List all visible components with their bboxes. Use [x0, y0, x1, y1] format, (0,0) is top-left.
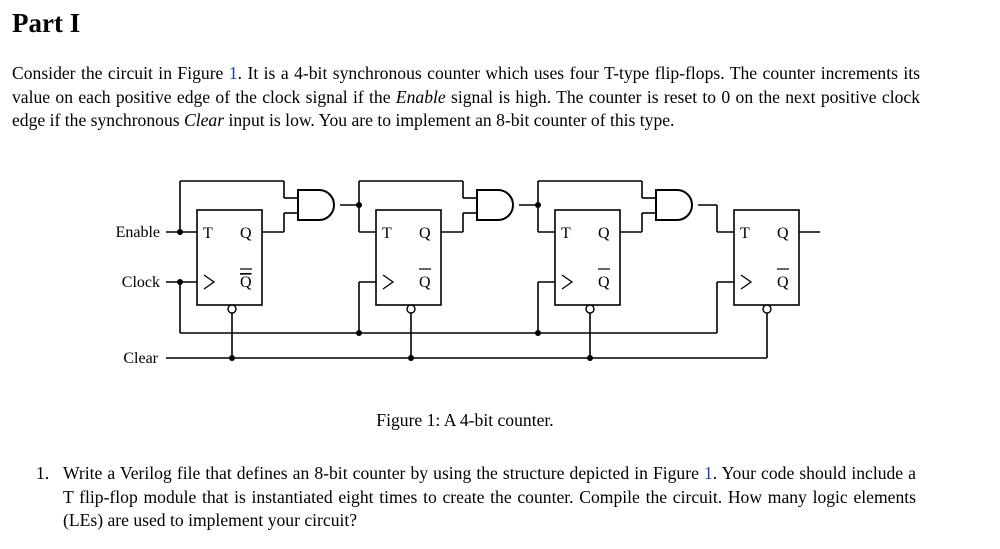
- ff1-q-label: Q: [240, 225, 252, 242]
- section-heading: Part I: [12, 8, 81, 38]
- enable-term: Enable: [395, 86, 446, 107]
- and-gate-2: [476, 189, 514, 221]
- question-text: Write a Verilog file that defines an 8-b…: [63, 462, 916, 533]
- question-text-1: Write a Verilog file that defines an 8-b…: [63, 463, 704, 483]
- ff2-qbar-label: Q: [419, 274, 431, 291]
- and-gate-1: [297, 189, 335, 221]
- ff4-q-label: Q: [777, 225, 789, 242]
- ff1-t-label: T: [203, 225, 213, 242]
- question-text-2: . Your code should include a T flip-flop…: [63, 463, 916, 531]
- enable-label: Enable: [116, 224, 160, 241]
- t-flip-flop-3: T Q Q: [554, 209, 621, 314]
- intro-text-4: input is low. You are to implement an 8-…: [224, 110, 675, 131]
- and-gate-3: [655, 189, 693, 221]
- t-flip-flop-2: T Q Q: [375, 209, 442, 314]
- clock-label: Clock: [122, 274, 160, 291]
- intro-text-2: . It is a 4-bit synchronous counter whic…: [12, 63, 921, 107]
- junction-dots: [177, 202, 593, 361]
- t-flip-flop-1: T Q Q: [196, 209, 263, 314]
- question-number: 1.: [36, 463, 50, 483]
- ff4-t-label: T: [740, 225, 750, 242]
- intro-paragraph: Consider the circuit in Figure 1. It is …: [12, 62, 920, 133]
- intro-text-3: signal is high. The counter is reset to …: [12, 86, 920, 131]
- ff3-qbar-label: Q: [598, 274, 610, 291]
- ff3-t-label: T: [561, 225, 571, 242]
- ff2-q-label: Q: [419, 225, 431, 242]
- figure-reference-link-2[interactable]: 1: [703, 463, 713, 483]
- figure-reference-link[interactable]: 1: [228, 63, 238, 83]
- question-item: 1. Write a Verilog file that defines an …: [36, 462, 916, 533]
- ff4-qbar-label: Q: [777, 274, 789, 291]
- t-flip-flop-4: T Q Q: [733, 209, 800, 314]
- ff3-q-label: Q: [598, 225, 610, 242]
- counter-circuit-diagram: T Q Q T Q Q T Q Q T Q Q Enable Clock Cle…: [116, 180, 820, 367]
- clear-term: Clear: [184, 110, 225, 131]
- ff1-qbar-label: Q: [240, 274, 252, 291]
- figure-caption: Figure 1: A 4-bit counter.: [376, 410, 554, 430]
- and-gates: [297, 189, 693, 221]
- intro-text-1: Consider the circuit in Figure: [12, 63, 229, 83]
- ff2-t-label: T: [382, 225, 392, 242]
- clear-label: Clear: [123, 350, 158, 367]
